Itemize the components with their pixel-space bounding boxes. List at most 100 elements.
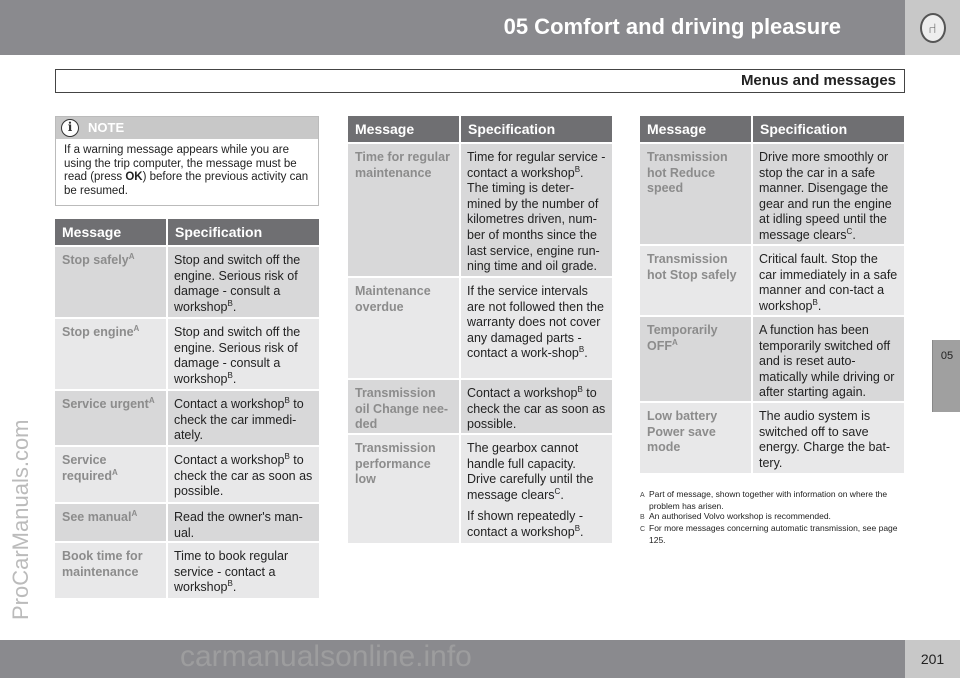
text-part: Temporarily OFF bbox=[647, 323, 718, 353]
text-part: Service required bbox=[62, 453, 113, 483]
note-text-part: OK bbox=[125, 171, 143, 183]
info-icon: i bbox=[61, 119, 79, 137]
chapter-title: 05 Comfort and driving pleasure bbox=[503, 14, 841, 39]
footnote-ref: B bbox=[574, 164, 581, 174]
column-header-specification: Specification bbox=[760, 121, 848, 137]
table-header: Message Specification bbox=[348, 116, 612, 142]
footnote-ref: A bbox=[148, 395, 155, 405]
text-part: . bbox=[232, 371, 237, 386]
chapter-header: 05 Comfort and driving pleasure bbox=[0, 0, 905, 55]
text-part: . bbox=[580, 524, 584, 539]
text-part: to check the car as soon as possible. bbox=[174, 453, 313, 499]
note-text: If a warning message appears while you a… bbox=[56, 139, 318, 203]
text-part: Drive more smoothly or stop the car in a… bbox=[759, 150, 892, 242]
footnote-ref: A bbox=[133, 323, 140, 333]
specification-cell: Critical fault. Stop the car immediately… bbox=[753, 246, 904, 315]
footnote-ref: A bbox=[131, 508, 138, 518]
text-part: . bbox=[232, 580, 237, 595]
specification-cell: Time for regular service - contact a wor… bbox=[461, 144, 612, 276]
text-part: . bbox=[232, 299, 237, 314]
table-row: Transmission oil Change nee-ded Contact a… bbox=[348, 378, 612, 433]
footnote-ref: B bbox=[578, 345, 585, 355]
footnote-ref: B bbox=[227, 579, 233, 589]
note-text-part: ) before the previous activity can be re… bbox=[64, 171, 309, 197]
footnote-ref: C bbox=[554, 486, 561, 496]
text-part: Contact a workshop bbox=[174, 397, 285, 411]
message-cell: Transmission oil Change nee-ded bbox=[348, 380, 461, 433]
footnote-ref: B bbox=[574, 523, 581, 533]
specification-cell: Time to book regular service - contact a… bbox=[168, 543, 319, 598]
footnote-mark: C bbox=[640, 526, 646, 533]
footnote-ref: B bbox=[812, 297, 818, 307]
specification-cell: A function has been temporarily switched… bbox=[753, 317, 904, 401]
message-cell: See manualA bbox=[55, 504, 168, 541]
message-cell: Maintenance overdue bbox=[348, 278, 461, 378]
column-header-message: Message bbox=[55, 219, 168, 245]
message-cell: Stop engineA bbox=[55, 319, 168, 389]
specification-cell: Contact a workshopB to check the car imm… bbox=[168, 391, 319, 445]
side-watermark: ProCarManuals.com bbox=[8, 419, 33, 620]
text-part: Stop and switch off the engine. Serious … bbox=[174, 325, 301, 386]
side-tab-label: 05 bbox=[940, 350, 954, 362]
seat-icon: ⑁ bbox=[919, 12, 946, 43]
text-part: If shown repeatedly - contact a workshop bbox=[467, 509, 584, 539]
text-part: Contact a workshop bbox=[467, 386, 578, 400]
text-part: The audio system is switched off to save… bbox=[759, 409, 891, 470]
specification-cell: Stop and switch off the engine. Serious … bbox=[168, 247, 319, 317]
text-part: Read the owner's man-ual. bbox=[174, 510, 303, 540]
side-tab[interactable]: 05 bbox=[932, 340, 960, 412]
note-text-part: If a warning message appears while you a… bbox=[64, 144, 297, 183]
footnote-text: For more messages concerning automatic t… bbox=[649, 523, 898, 545]
column-header-specification: Specification bbox=[175, 224, 263, 240]
column-header-message: Message bbox=[348, 116, 461, 142]
footnote-ref: C bbox=[846, 226, 853, 236]
footnote-ref: A bbox=[128, 251, 135, 261]
specification-cell: Drive more smoothly or stop the car in a… bbox=[753, 144, 904, 244]
specification-cell: The gearbox cannot handle full capacity.… bbox=[461, 435, 612, 543]
specification-cell: Stop and switch off the engine. Serious … bbox=[168, 319, 319, 389]
message-cell: Service requiredA bbox=[55, 447, 168, 502]
note-title: NOTE bbox=[88, 120, 125, 135]
footnote-ref: B bbox=[227, 370, 233, 380]
note-box: i NOTE If a warning message appears while… bbox=[55, 116, 319, 206]
specification-cell: Read the owner's man-ual. bbox=[168, 504, 319, 541]
text-part: Time for regular service - contact a wor… bbox=[467, 150, 606, 180]
text-part: See manual bbox=[62, 510, 132, 524]
footnote-mark: B bbox=[640, 514, 645, 521]
column-header-specification: Specification bbox=[468, 121, 556, 137]
text-part: Stop engine bbox=[62, 325, 134, 339]
message-cell: Stop safelyA bbox=[55, 247, 168, 317]
message-cell: Transmission hot Stop safely bbox=[640, 246, 753, 315]
text-part: Critical fault. Stop the car immediately… bbox=[759, 252, 898, 313]
text-part: Stop and switch off the engine. Serious … bbox=[174, 253, 301, 314]
message-cell: Time for regular maintenance bbox=[348, 144, 461, 276]
specification-cell: If the service intervals are not followe… bbox=[461, 278, 612, 378]
message-cell: Transmission hot Reduce speed bbox=[640, 144, 753, 244]
message-cell: Transmission performance low bbox=[348, 435, 461, 543]
footnote-text: An authorised Volvo workshop is recommen… bbox=[649, 511, 831, 521]
text-part: Time for regular maintenance bbox=[355, 150, 450, 180]
message-cell: Low battery Power save mode bbox=[640, 403, 753, 473]
message-cell: Service urgentA bbox=[55, 391, 168, 445]
footnote-ref: A bbox=[112, 467, 118, 477]
specification-cell: The audio system is switched off to save… bbox=[753, 403, 904, 473]
message-cell: Temporarily OFFA bbox=[640, 317, 753, 401]
chapter-icon-box: ⑁ bbox=[905, 0, 960, 55]
page-footer bbox=[0, 640, 905, 678]
footnote-ref: A bbox=[672, 337, 678, 347]
text-part: . The timing is deter-mined by the numbe… bbox=[467, 165, 600, 274]
text-part: Transmission hot Stop safely bbox=[647, 252, 737, 282]
footnote-ref: B bbox=[284, 395, 290, 405]
text-part: Book time for maintenance bbox=[62, 549, 143, 579]
footnote-ref: B bbox=[227, 298, 233, 308]
text-part: . bbox=[817, 298, 822, 313]
